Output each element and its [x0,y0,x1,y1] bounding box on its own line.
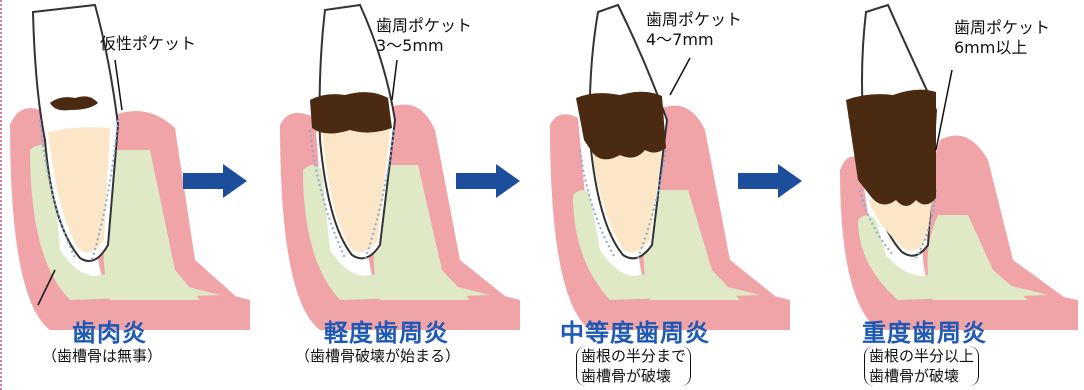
pocket-label: 仮性ポケット [100,34,196,54]
pocket-label: 歯周ポケット 6mm以上 [954,18,1050,58]
pocket-depth-text: 6mm以上 [954,38,1050,58]
stage-title: 重度歯周炎 [862,313,987,348]
pocket-label-text: 歯周ポケット [954,18,1050,38]
stage-subtitle: （歯槽骨は無事） [42,346,162,366]
pocket-label-text: 仮性ポケット [100,34,196,54]
stage-subtitle: 歯根の半分まで 歯槽骨が破壊 [576,346,691,386]
stage-subtitle-line-2: 歯槽骨が破壊 [869,366,974,386]
stage-subtitle-line-2: 歯槽骨が破壊 [581,366,686,386]
stage-title: 中等度歯周炎 [560,313,710,348]
pocket-depth-text: 3～5mm [376,36,472,56]
stage-title: 軽度歯周炎 [324,313,449,348]
pocket-label: 歯周ポケット 3～5mm [376,16,472,56]
stage-severe-periodontitis: 歯周ポケット 6mm以上 重度歯周炎 歯根の半分以上 歯槽骨が破壊 [828,0,1078,390]
pocket-label-text: 歯周ポケット [376,16,472,36]
progression-arrow-3 [738,164,802,198]
stage-subtitle-line-1: 歯根の半分以上 [869,346,974,366]
stage-subtitle: （歯槽骨破壊が始まる） [295,346,460,366]
progression-arrow-1 [183,164,247,198]
progression-arrow-2 [456,164,520,198]
stage-title: 歯肉炎 [72,313,147,348]
pocket-label: 歯周ポケット 4～7mm [646,10,742,50]
stage-subtitle: 歯根の半分以上 歯槽骨が破壊 [864,346,979,386]
pocket-label-text: 歯周ポケット [646,10,742,30]
stage-subtitle-line-1: 歯根の半分まで [581,346,686,366]
pocket-depth-text: 4～7mm [646,30,742,50]
